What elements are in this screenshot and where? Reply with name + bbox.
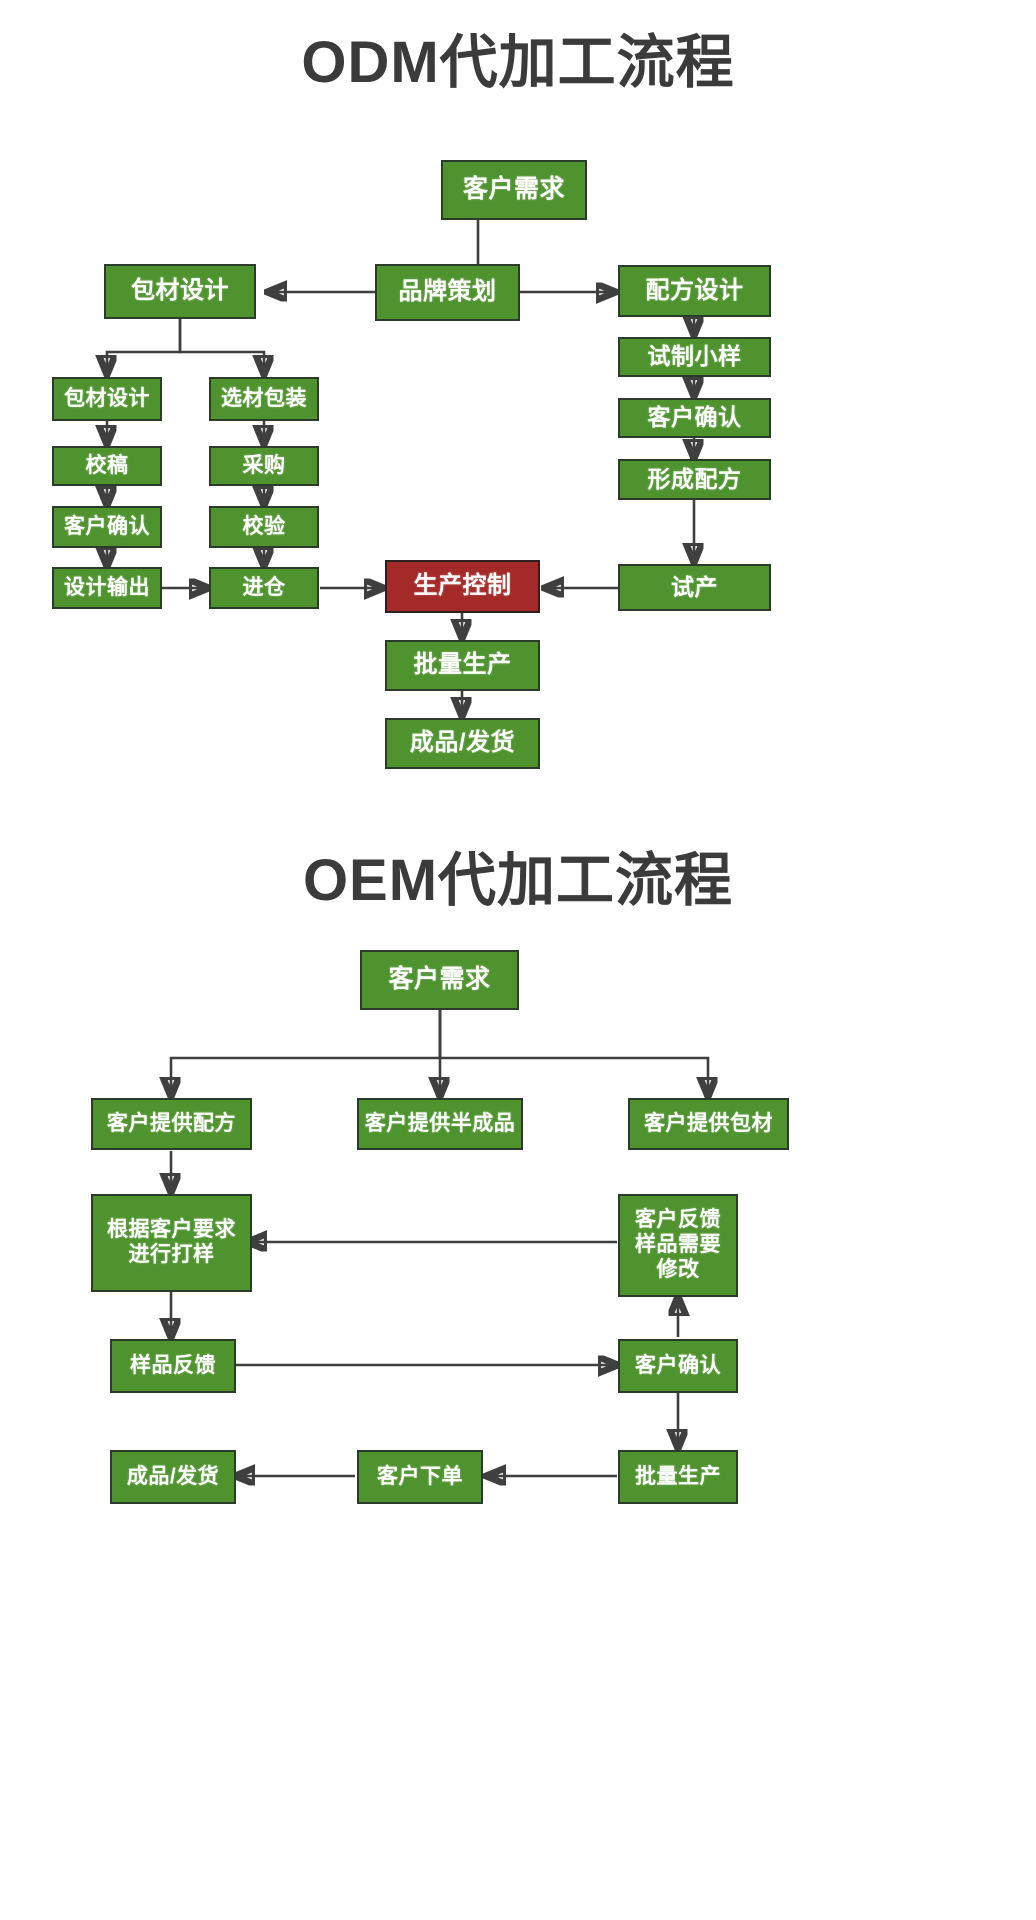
node-odm-formula-design[interactable]: 配方设计 bbox=[618, 265, 771, 317]
node-odm-customer-need[interactable]: 客户需求 bbox=[441, 160, 587, 220]
node-odm-brand-planning[interactable]: 品牌策划 bbox=[375, 264, 520, 321]
node-oem-customer-need[interactable]: 客户需求 bbox=[360, 950, 519, 1010]
node-oem-sampling-by-request[interactable]: 根据客户要求进行打样 bbox=[91, 1194, 252, 1292]
node-oem-sample-feedback[interactable]: 样品反馈 bbox=[110, 1339, 236, 1393]
node-odm-proofing[interactable]: 校稿 bbox=[52, 446, 162, 486]
node-odm-design-output[interactable]: 设计输出 bbox=[52, 567, 162, 609]
node-oem-customer-provide-package[interactable]: 客户提供包材 bbox=[628, 1098, 789, 1150]
node-odm-mass-production[interactable]: 批量生产 bbox=[385, 640, 540, 691]
node-odm-inspection[interactable]: 校验 bbox=[209, 506, 319, 548]
node-oem-customer-order[interactable]: 客户下单 bbox=[357, 1450, 483, 1504]
oem-section-title: OEM代加工流程 bbox=[302, 848, 734, 913]
node-odm-package-design-sub[interactable]: 包材设计 bbox=[52, 377, 162, 421]
node-odm-trial-sample[interactable]: 试制小样 bbox=[618, 337, 771, 377]
node-odm-package-design[interactable]: 包材设计 bbox=[104, 264, 256, 319]
node-odm-material-packaging[interactable]: 选材包装 bbox=[209, 377, 319, 421]
node-oem-customer-confirm[interactable]: 客户确认 bbox=[618, 1339, 738, 1393]
node-odm-customer-confirm-right[interactable]: 客户确认 bbox=[618, 398, 771, 438]
node-oem-customer-provide-semi[interactable]: 客户提供半成品 bbox=[357, 1098, 523, 1150]
node-oem-customer-provide-formula[interactable]: 客户提供配方 bbox=[91, 1098, 252, 1150]
node-odm-production-control[interactable]: 生产控制 bbox=[385, 560, 540, 613]
odm-section-title: ODM代加工流程 bbox=[301, 30, 735, 95]
node-odm-trial-production[interactable]: 试产 bbox=[618, 564, 771, 611]
node-oem-finished-shipping[interactable]: 成品/发货 bbox=[110, 1450, 236, 1504]
node-odm-form-formula[interactable]: 形成配方 bbox=[618, 459, 771, 500]
node-odm-customer-confirm-left[interactable]: 客户确认 bbox=[52, 506, 162, 548]
node-oem-customer-feedback-revise[interactable]: 客户反馈样品需要修改 bbox=[618, 1194, 738, 1297]
node-odm-purchasing[interactable]: 采购 bbox=[209, 446, 319, 486]
node-oem-mass-production[interactable]: 批量生产 bbox=[618, 1450, 738, 1504]
node-odm-warehousing[interactable]: 进仓 bbox=[209, 567, 319, 609]
node-odm-finished-shipping[interactable]: 成品/发货 bbox=[385, 718, 540, 769]
